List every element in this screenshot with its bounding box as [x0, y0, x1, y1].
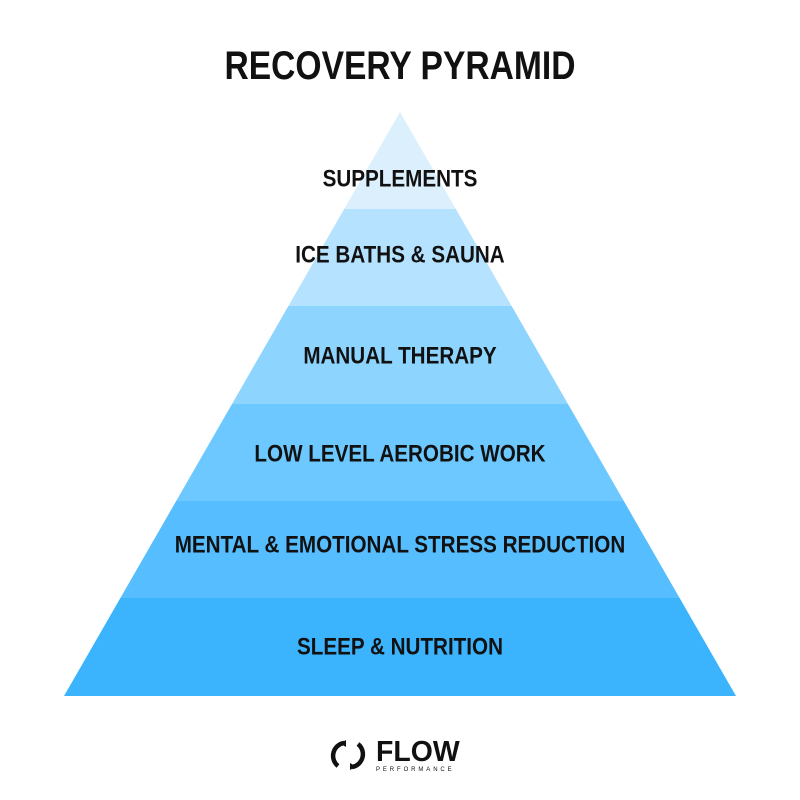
- pyramid-tier-label: MANUAL THERAPY: [303, 342, 496, 369]
- pyramid-tier-label: MENTAL & EMOTIONAL STRESS REDUCTION: [175, 531, 626, 558]
- pyramid-tier-label: SUPPLEMENTS: [323, 165, 478, 192]
- flow-circle-logo-icon: [330, 740, 366, 770]
- pyramid-tier-5: [120, 501, 680, 598]
- pyramid-tier-label: LOW LEVEL AEROBIC WORK: [254, 440, 545, 467]
- pyramid-tier-1: [344, 112, 456, 209]
- logo-subtitle: PERFORMANCE: [376, 767, 455, 773]
- pyramid-tier-2: [288, 209, 512, 306]
- pyramid-tier-4: [176, 404, 624, 501]
- flow-performance-logo: FLOW PERFORMANCE: [330, 736, 470, 776]
- pyramid-tier-3: [232, 306, 568, 404]
- pyramid-tier-label: ICE BATHS & SAUNA: [295, 241, 504, 268]
- logo-wordmark: FLOW: [376, 736, 460, 768]
- pyramid-tier-label: SLEEP & NUTRITION: [297, 633, 503, 660]
- pyramid-tier-6: [64, 598, 736, 696]
- page-title: RECOVERY PYRAMID: [224, 44, 576, 88]
